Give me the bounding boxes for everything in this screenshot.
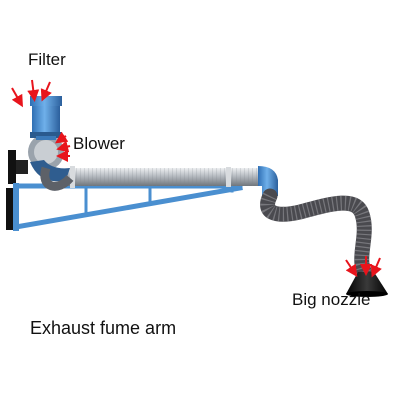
big-nozzle-label: Big nozzle bbox=[292, 290, 371, 309]
blower-airflow-arrows bbox=[55, 131, 71, 162]
caption-title: Exhaust fume arm bbox=[30, 318, 177, 338]
horizontal-duct bbox=[66, 166, 266, 188]
support-frame bbox=[13, 183, 243, 231]
filter-airflow-arrows bbox=[11, 79, 52, 108]
duct-elbow bbox=[258, 166, 278, 196]
blower-housing bbox=[28, 134, 74, 191]
filter-canister bbox=[30, 96, 62, 140]
nozzle-airflow-arrows bbox=[345, 256, 382, 278]
blower-label: Blower bbox=[73, 134, 125, 153]
filter-label: Filter bbox=[28, 50, 66, 69]
